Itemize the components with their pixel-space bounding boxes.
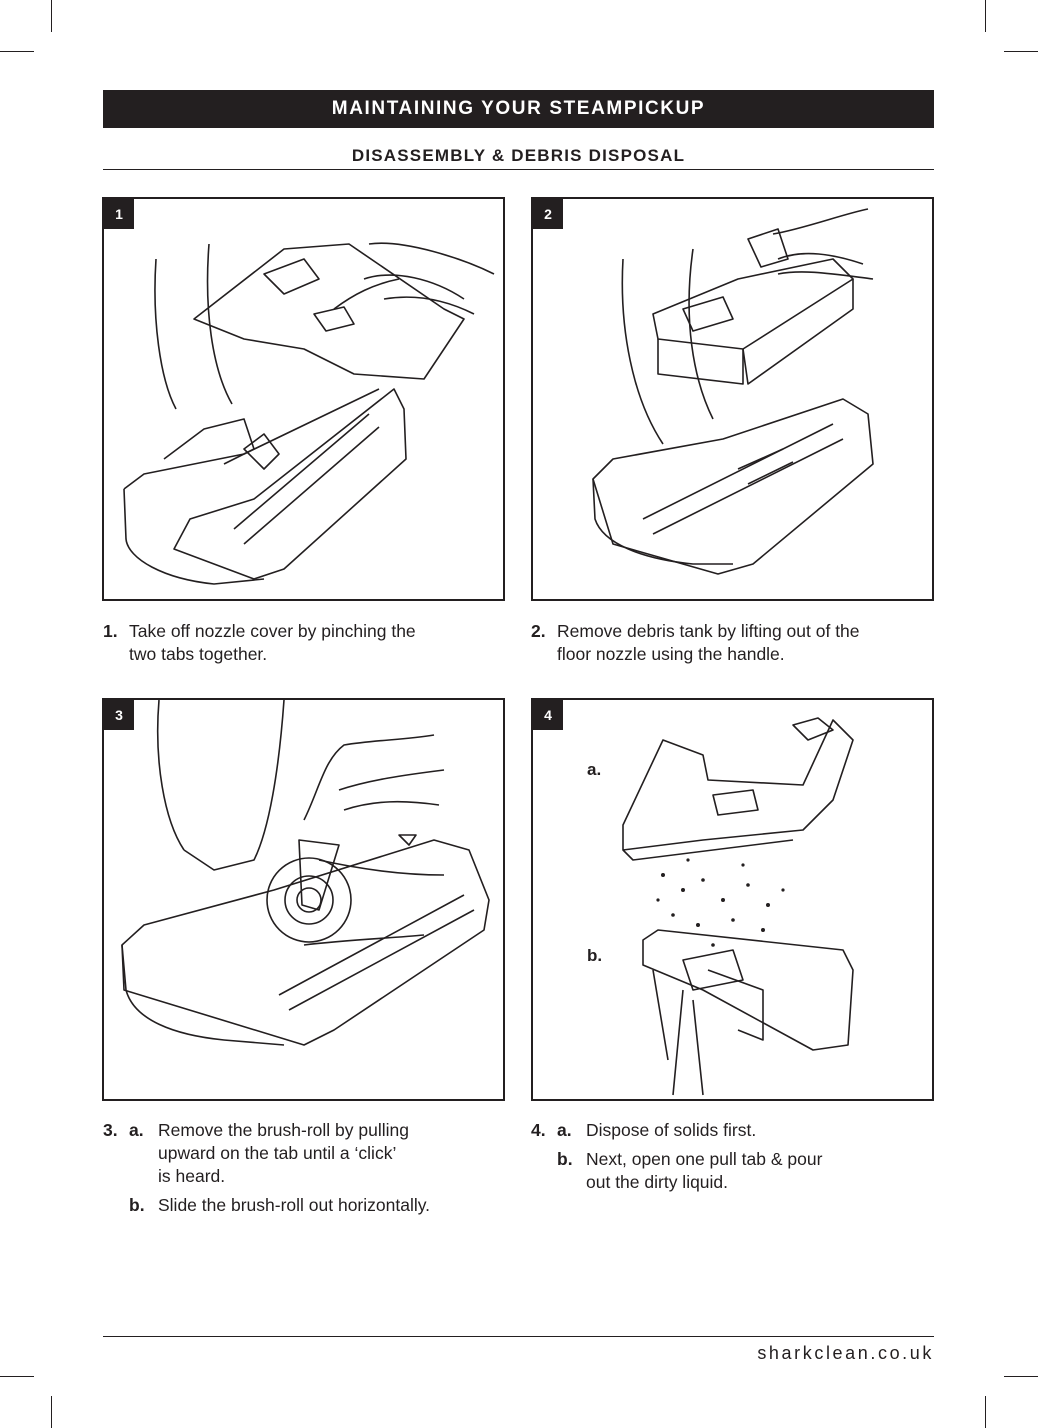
- step-text: is heard.: [158, 1166, 226, 1186]
- panel-number-badge: 3: [104, 700, 134, 730]
- crop-mark: [985, 1396, 986, 1428]
- debris-disposal-illustration: [622, 717, 854, 1096]
- step-3-instruction: 3. a. Remove the brush-roll by pulling u…: [103, 1119, 503, 1217]
- brush-roll-illustration: [121, 700, 490, 1046]
- panel-number-badge: 2: [533, 199, 563, 229]
- step-text: Take off nozzle cover by pinching the: [129, 621, 416, 641]
- illustration-label-b: b.: [587, 946, 603, 965]
- substep-label: a.: [557, 1120, 572, 1140]
- crop-mark: [985, 0, 986, 32]
- crop-mark: [1004, 51, 1038, 52]
- nozzle-cover-illustration: [123, 242, 495, 585]
- step-text: Slide the brush-roll out horizontally.: [158, 1195, 431, 1215]
- step-text: floor nozzle using the handle.: [557, 644, 785, 664]
- debris-tank-illustration: [592, 208, 874, 575]
- step-text: Next, open one pull tab & pour: [586, 1149, 823, 1169]
- panel-number-badge: 1: [104, 199, 134, 229]
- step-text: two tabs together.: [129, 644, 268, 664]
- step-text: out the dirty liquid.: [586, 1172, 729, 1192]
- illustration-panel-1: 1: [102, 197, 505, 601]
- step-4-instruction: 4. a. Dispose of solids first. b. Next, …: [531, 1119, 934, 1194]
- step-number: 3.: [103, 1120, 118, 1140]
- illustration-label-a: a.: [587, 760, 602, 779]
- step-text: Remove the brush-roll by pulling: [158, 1120, 409, 1140]
- substep-label: b.: [557, 1149, 573, 1169]
- page-title: MAINTAINING YOUR STEAMPICKUP: [103, 90, 934, 128]
- step-2-instruction: 2. Remove debris tank by lifting out of …: [531, 620, 934, 666]
- crop-mark: [51, 1396, 52, 1428]
- illustration-panel-3: 3: [102, 698, 505, 1101]
- illustration-panel-4: 4 a. b.: [531, 698, 934, 1101]
- crop-mark: [51, 0, 52, 32]
- crop-mark: [0, 51, 34, 52]
- footer-website: sharkclean.co.uk: [757, 1343, 934, 1363]
- crop-mark: [0, 1376, 34, 1377]
- step-text: Dispose of solids first.: [586, 1120, 757, 1140]
- footer-divider: [103, 1336, 934, 1337]
- step-text: Remove debris tank by lifting out of the: [557, 621, 860, 641]
- step-number: 4.: [531, 1120, 546, 1140]
- illustration-panel-2: 2: [531, 197, 934, 601]
- substep-label: b.: [129, 1195, 145, 1215]
- step-text: upward on the tab until a ‘click’: [158, 1143, 397, 1163]
- section-divider: [103, 169, 934, 170]
- section-title: DISASSEMBLY & DEBRIS DISPOSAL: [351, 146, 686, 165]
- step-1-instruction: 1. Take off nozzle cover by pinching the…: [103, 620, 503, 666]
- crop-mark: [1004, 1376, 1038, 1377]
- step-number: 2.: [531, 621, 546, 641]
- step-number: 1.: [103, 621, 118, 641]
- substep-label: a.: [129, 1120, 144, 1140]
- panel-number-badge: 4: [533, 700, 563, 730]
